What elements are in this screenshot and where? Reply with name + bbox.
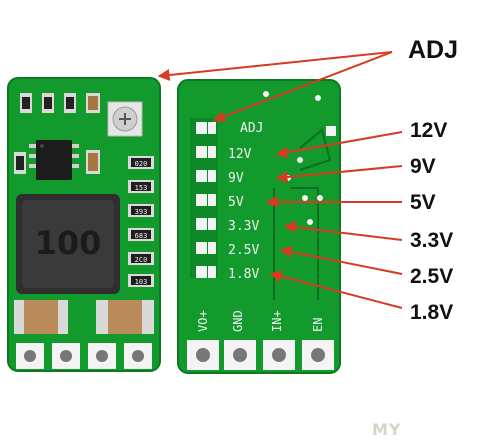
vias <box>263 91 336 225</box>
callout-adj: ADJ <box>408 36 459 64</box>
resistor-marking: 153 <box>135 184 148 192</box>
top-resistors <box>20 93 100 113</box>
arrow-3v3 <box>283 221 403 241</box>
pin-label-gnd: GND <box>231 310 245 332</box>
resistor-column: 020 153 393 683 2C0 103 <box>128 156 154 287</box>
pin-label-en: EN <box>311 318 325 332</box>
arrow-12v <box>275 131 403 159</box>
capacitors <box>14 300 154 334</box>
annotation-arrows <box>157 51 403 309</box>
resistor-marking: 683 <box>135 232 148 240</box>
callout-1v8: 1.8V <box>410 301 454 324</box>
trimmer-potentiometer <box>107 101 143 137</box>
resistor-marking: 2C0 <box>135 256 148 264</box>
callout-12v: 12V <box>410 119 448 142</box>
watermark: MY <box>372 420 402 439</box>
pin-label-in: IN+ <box>270 310 284 332</box>
ic-chip <box>29 140 79 180</box>
jumper-pads <box>190 118 218 278</box>
pin-label-vo: VO+ <box>196 310 210 332</box>
callout-9v: 9V <box>410 155 436 178</box>
silk-3v3: 3.3V <box>228 219 259 234</box>
silk-2v5: 2.5V <box>228 243 259 258</box>
resistor-marking: 103 <box>135 278 148 286</box>
front-pads <box>16 343 152 369</box>
callout-2v5: 2.5V <box>410 265 454 288</box>
inductor-marking: 100 <box>35 224 102 262</box>
callout-5v: 5V <box>410 191 436 214</box>
back-board: ADJ 12V 9V 5V 3.3V 2.5V 1.8V VO+ GND IN+… <box>177 79 341 374</box>
silk-adj: ADJ <box>240 121 263 136</box>
silk-1v8: 1.8V <box>228 267 259 282</box>
silk-12v: 12V <box>228 147 252 162</box>
arrow-adj-back <box>212 51 393 123</box>
callout-3v3: 3.3V <box>410 229 454 252</box>
arrow-adj-front <box>157 51 393 81</box>
resistor-marking: 393 <box>135 208 148 216</box>
resistor-marking: 020 <box>135 160 148 168</box>
arrow-2v5 <box>279 245 403 275</box>
arrow-1v8 <box>269 270 403 309</box>
silk-5v: 5V <box>228 195 244 210</box>
front-board: 020 153 393 683 2C0 103 <box>7 77 161 372</box>
back-pads <box>187 340 334 370</box>
inductor: 100 <box>16 194 120 294</box>
arrow-9v <box>275 165 403 184</box>
silk-9v: 9V <box>228 171 244 186</box>
